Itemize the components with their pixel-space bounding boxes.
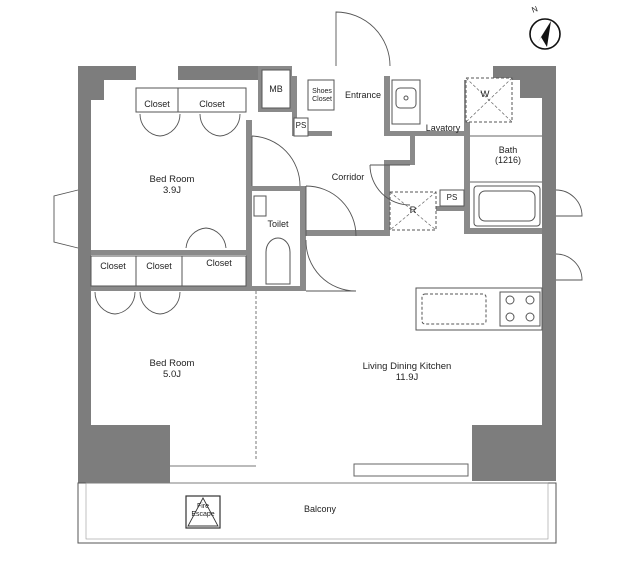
closet-label-mid-1: Closet [100, 261, 126, 271]
sink-icon [391, 79, 421, 125]
closet-label-mid-3: Closet [206, 258, 232, 268]
bath-label: Bath (1216) [494, 145, 521, 166]
ldk-label: Living Dining Kitchen 11.9J [362, 361, 452, 383]
closet-label-top-right: Closet [199, 99, 225, 109]
bedroom1-label: Bed Room 3.9J [149, 174, 195, 196]
washer-label: W [480, 89, 490, 100]
toilet-label: Toilet [267, 219, 289, 229]
north-arrow-icon [529, 18, 561, 50]
closet-label-mid-2: Closet [146, 261, 172, 271]
closet-outlines [90, 79, 335, 287]
shoes-closet-label: Shoes Closet [312, 88, 332, 103]
toilet-fixture-icon [253, 195, 291, 285]
entrance-label: Entrance [344, 90, 382, 100]
ps-label-entrance: PS [295, 121, 307, 130]
ps-label-kitchen: PS [446, 193, 458, 202]
bedroom2-label: Bed Room 5.0J [149, 358, 195, 380]
fire-escape-hatch [185, 495, 221, 529]
balcony-outline [77, 482, 557, 544]
bathtub-icon [473, 185, 541, 227]
corridor-label: Corridor [331, 172, 365, 182]
washer-icon [465, 77, 513, 123]
closet-label-top-left: Closet [144, 99, 170, 109]
fridge-label: R [409, 205, 417, 216]
fire-escape-label: Fire Escape [191, 503, 215, 518]
fridge-icon [389, 191, 437, 231]
mb-label: MB [269, 84, 283, 94]
balcony-label: Balcony [303, 504, 337, 514]
kitchen-counter [415, 287, 543, 331]
exterior-walls [78, 66, 556, 483]
lavatory-label: Lavatory [425, 123, 461, 133]
